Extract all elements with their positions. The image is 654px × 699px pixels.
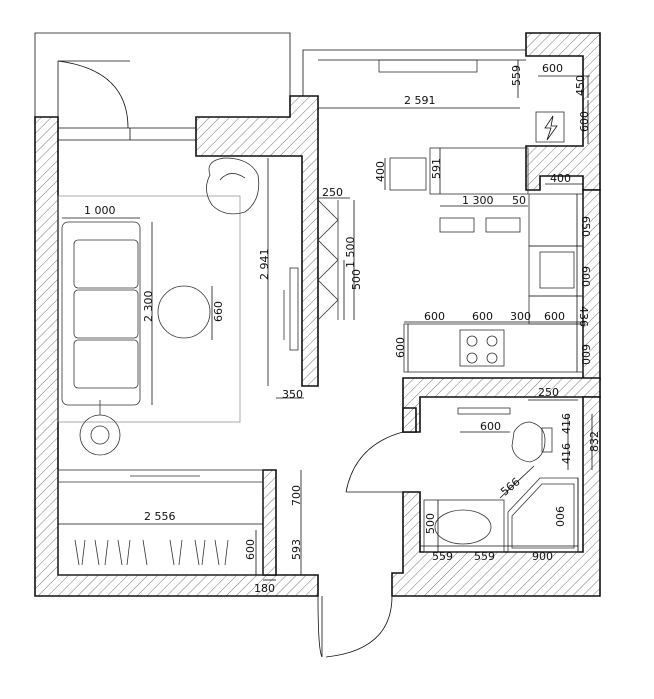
dim-wall-180: 180 xyxy=(254,582,275,595)
dim-bath-600: 600 xyxy=(480,420,501,433)
dim-niche-600: 600 xyxy=(578,111,591,132)
dim-table-50: 50 xyxy=(512,194,526,207)
dim-wall-400: 400 xyxy=(550,172,571,185)
glass-partition xyxy=(317,199,339,321)
dim-bath-500: 500 xyxy=(424,513,437,534)
dim-sofa-1000: 1 000 xyxy=(84,204,116,217)
dim-wall-600b: 600 xyxy=(579,344,592,365)
dim-bath-250: 250 xyxy=(538,386,559,399)
sofa xyxy=(61,221,141,406)
doors xyxy=(317,431,404,658)
dimension-labels: 2 591 600 559 450 600 400 650 600 436 60… xyxy=(84,62,601,595)
dim-kitchen-width: 2 591 xyxy=(404,94,436,107)
dim-chair-400: 400 xyxy=(374,161,387,182)
dim-wall-436: 436 xyxy=(577,306,590,327)
dim-sofa-2300: 2 300 xyxy=(142,291,155,323)
dim-table-1300: 1 300 xyxy=(462,194,494,207)
dim-partition-1500: 1 500 xyxy=(344,237,357,269)
lightning-bolt-icon xyxy=(544,115,558,141)
dim-bath-832: 832 xyxy=(588,431,601,452)
dim-bath-416b: 416 xyxy=(560,443,573,464)
dim-counter-600-side: 600 xyxy=(394,337,407,358)
dim-counter-300: 300 xyxy=(510,310,531,323)
dim-wardrobe-600: 600 xyxy=(244,539,257,560)
living-furniture xyxy=(57,157,299,576)
dim-niche-450: 450 xyxy=(574,75,587,96)
dim-counter-600b: 600 xyxy=(472,310,493,323)
dim-counter-600a: 600 xyxy=(424,310,445,323)
dim-wall-700: 700 xyxy=(290,485,303,506)
dim-wall-600: 600 xyxy=(579,266,592,287)
wall-partition-upper xyxy=(195,95,319,387)
dim-bath-416a: 416 xyxy=(560,413,573,434)
dim-wall-593: 593 xyxy=(290,539,303,560)
dim-counter-600c: 600 xyxy=(544,310,565,323)
dim-top-559: 559 xyxy=(510,65,523,86)
wall-bath-left xyxy=(402,407,417,433)
hangers xyxy=(74,539,229,566)
dim-table-660: 660 xyxy=(212,301,225,322)
dim-bath-900: 900 xyxy=(532,550,553,563)
dim-partition-250: 250 xyxy=(322,186,343,199)
dim-chair-591: 591 xyxy=(430,158,443,179)
kitchen-furniture xyxy=(389,111,584,373)
dim-bath-559a: 559 xyxy=(432,550,453,563)
bathroom-furniture xyxy=(423,407,579,553)
dim-bath-559b: 559 xyxy=(474,550,495,563)
dim-bath-900-side: 900 xyxy=(553,506,566,527)
dim-wardrobe-2556: 2 556 xyxy=(144,510,176,523)
windows xyxy=(34,32,526,141)
dimension-lines xyxy=(58,60,593,581)
dim-wall-650: 650 xyxy=(579,216,592,237)
dim-top-600: 600 xyxy=(542,62,563,75)
wall-wardrobe-side xyxy=(262,469,277,576)
dim-tv-2941: 2 941 xyxy=(258,249,271,281)
dim-wall-350: 350 xyxy=(282,388,303,401)
dim-partition-500: 500 xyxy=(350,269,363,290)
dim-bath-566: 566 xyxy=(498,475,522,498)
